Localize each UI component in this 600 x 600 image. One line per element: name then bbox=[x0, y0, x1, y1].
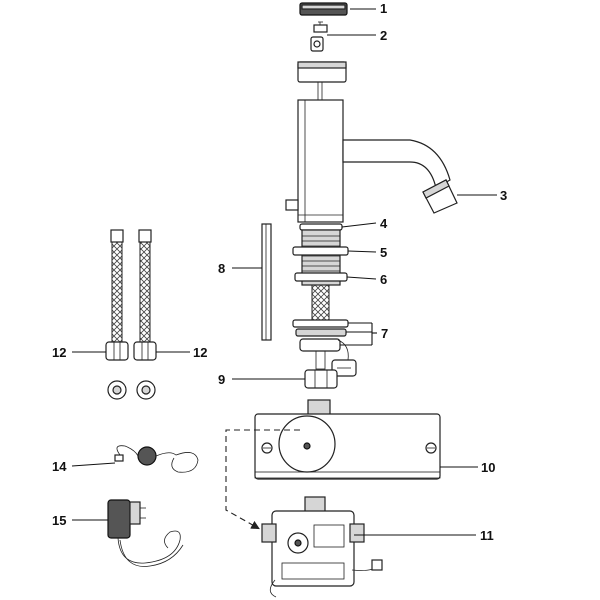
callout-11: 11 bbox=[480, 528, 494, 543]
part-3-aerator bbox=[422, 179, 458, 214]
callout-2: 2 bbox=[380, 28, 387, 43]
part-6-nut bbox=[294, 272, 348, 282]
hose-left bbox=[105, 229, 129, 361]
callout-9: 9 bbox=[218, 372, 225, 387]
filter-washers bbox=[107, 380, 156, 400]
part-7-fixing-set bbox=[292, 319, 349, 352]
dashed-connector bbox=[225, 429, 300, 530]
sensor-cable bbox=[331, 339, 357, 377]
callout-1: 1 bbox=[380, 1, 387, 16]
part-5-washer bbox=[292, 246, 349, 256]
handle-block bbox=[297, 61, 347, 100]
part-14-sensor bbox=[114, 445, 199, 473]
part-12-hoses bbox=[105, 229, 157, 361]
callout-15: 15 bbox=[52, 513, 66, 528]
callout-14: 14 bbox=[52, 459, 67, 474]
callout-5: 5 bbox=[380, 245, 387, 260]
leader-lines bbox=[71, 8, 497, 536]
callout-10: 10 bbox=[481, 460, 495, 475]
callout-3: 3 bbox=[500, 188, 507, 203]
callout-12-right: 12 bbox=[193, 345, 207, 360]
faucet-body bbox=[285, 99, 451, 223]
part-1-cap bbox=[299, 2, 348, 16]
part-15-power-adapter bbox=[107, 499, 184, 567]
part-2-lever bbox=[310, 21, 328, 52]
callout-7: 7 bbox=[381, 326, 388, 341]
part-10-control-box bbox=[254, 399, 441, 480]
part-8-template bbox=[261, 223, 272, 341]
supply-hose bbox=[311, 284, 330, 326]
callout-12-left: 12 bbox=[52, 345, 66, 360]
part-4-gasket bbox=[299, 223, 343, 231]
callout-4: 4 bbox=[380, 216, 388, 231]
hose-right bbox=[133, 229, 157, 361]
callout-6: 6 bbox=[380, 272, 387, 287]
part-9-hose-nut bbox=[304, 350, 338, 389]
callout-8: 8 bbox=[218, 261, 225, 276]
part-11-solenoid-valve bbox=[261, 496, 383, 598]
